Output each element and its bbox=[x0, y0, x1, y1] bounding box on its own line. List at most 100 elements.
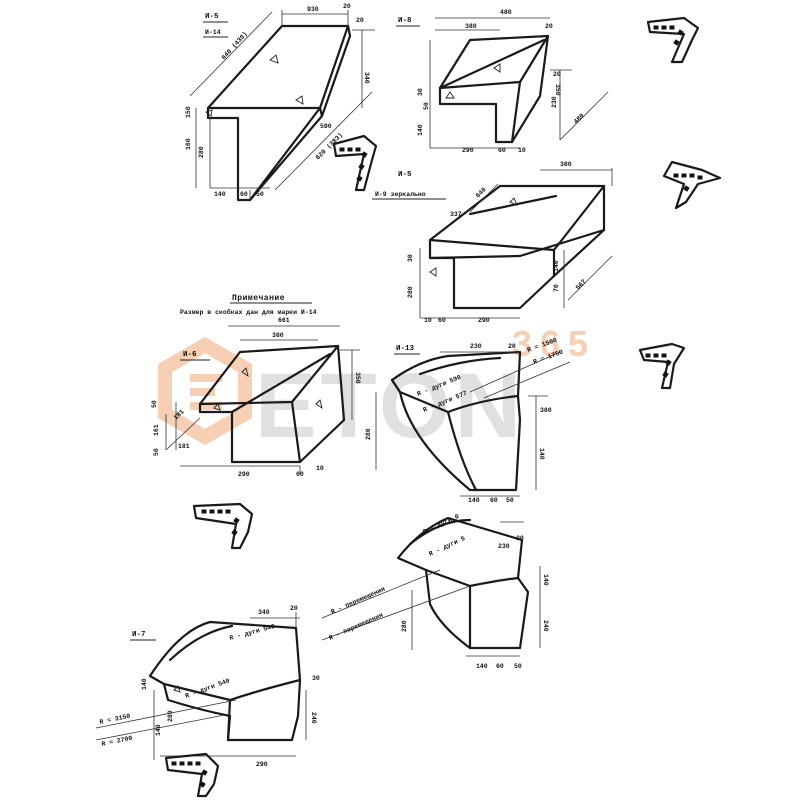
block-3-dim-b: 30 bbox=[407, 254, 414, 262]
block-7-dim-f: 290 bbox=[256, 761, 268, 768]
block-2-dim-i: 60 bbox=[498, 147, 506, 154]
block-6-dim-b: 140 bbox=[542, 574, 549, 586]
block-5-dim-g: 50 bbox=[506, 497, 514, 504]
block-5-dim-b: 380 bbox=[540, 407, 552, 414]
block-3-dim-a: 337 bbox=[450, 211, 462, 218]
block-1-drawing: И-5 И-14 930 20 20 640 (430) 340 590 150… bbox=[185, 3, 375, 202]
block-7-dim-c: 140 bbox=[155, 724, 162, 736]
block-1-mark: И-5 bbox=[205, 13, 219, 21]
block-6-dim-e: 140 bbox=[476, 663, 488, 670]
block-5-dim-c: 140 bbox=[538, 448, 545, 460]
block-1-dim-j: 50 bbox=[256, 191, 264, 198]
block-7-dim-d: 280 bbox=[167, 710, 174, 722]
block-7-dim-a: 20 bbox=[290, 605, 298, 612]
block-2-dim-f: 350 bbox=[554, 84, 561, 96]
section-icon-1 bbox=[646, 16, 700, 64]
section-icon-3 bbox=[662, 160, 722, 210]
block-2-dim-a: 20 bbox=[545, 23, 553, 30]
block-4-dim-right: 350 bbox=[354, 372, 361, 384]
block-3-alt-mark: И-9 зеркально bbox=[375, 191, 426, 198]
block-7-dim-r2: R = 2700 bbox=[101, 735, 133, 748]
block-4-dim-g: 60 bbox=[296, 471, 304, 478]
block-5-dim-a: 20 bbox=[508, 343, 516, 350]
block-3-drawing: И-5 И-9 зеркально 380 640 337 30 140 70 … bbox=[372, 161, 613, 324]
note-block: Примечание Размер в скобках дан для марк… bbox=[180, 294, 317, 316]
block-7-dim-arc2: R - дуги 540 bbox=[184, 677, 230, 700]
block-4-dim-e: 50 bbox=[153, 448, 160, 456]
block-2-dim-k: 480 bbox=[572, 112, 585, 125]
block-7-dim-e: 240 bbox=[310, 712, 317, 724]
block-6-dim-r1: R - перемещения bbox=[330, 586, 386, 616]
block-3-dim-i: 290 bbox=[478, 317, 490, 324]
block-4-dim-f: 290 bbox=[238, 471, 250, 478]
block-1-alt-mark: И-14 bbox=[205, 29, 221, 36]
block-2-dim-g: 230 bbox=[551, 96, 558, 108]
watermark-digits: 365 bbox=[512, 323, 596, 364]
watermark: ETON 365 bbox=[158, 323, 596, 457]
section-icon-6 bbox=[164, 752, 220, 798]
block-4-dim-c: 161 bbox=[153, 424, 160, 436]
block-6-dim-a: 20 bbox=[516, 535, 524, 542]
block-6-dim-arc1: R - дуги 0 bbox=[422, 513, 460, 536]
block-2-dim-top: 480 bbox=[500, 9, 512, 16]
block-3-dim-d: 70 bbox=[553, 284, 560, 292]
block-2-mark: И-8 bbox=[398, 17, 412, 25]
block-1-dim-d: 150 bbox=[185, 106, 192, 118]
block-6-dim-r2: R - перемещения bbox=[328, 612, 384, 642]
block-1-dim-i: 60 bbox=[240, 191, 248, 198]
note-title: Примечание bbox=[232, 294, 285, 303]
block-1-dim-diag: 640 (430) bbox=[220, 31, 249, 62]
block-1-dim-top: 930 bbox=[307, 6, 319, 13]
block-4-mark: И-6 bbox=[183, 351, 197, 359]
block-7-dim-b: 140 bbox=[141, 678, 148, 690]
block-2-dim-c: 30 bbox=[417, 88, 424, 96]
section-icon-2 bbox=[332, 134, 378, 192]
block-7-dim-top: 340 bbox=[258, 609, 270, 616]
block-1-dim-f: 160 bbox=[185, 138, 192, 150]
watermark-brand: ETON bbox=[255, 355, 525, 457]
block-2-dim-d: 50 bbox=[423, 102, 430, 110]
block-2-drawing: И-8 480 380 20 20 30 50 140 350 230 290 … bbox=[396, 9, 609, 154]
block-7-drawing: И-7 340 20 R - дуги 540 R - дуги 540 R =… bbox=[95, 605, 320, 768]
block-3-dim-g: 60 bbox=[438, 317, 446, 324]
block-2-dim-inner: 380 bbox=[465, 23, 477, 30]
block-1-dim-a: 20 bbox=[343, 3, 351, 10]
block-4-dim-d: 181 bbox=[178, 443, 190, 450]
section-icon-5 bbox=[192, 502, 254, 550]
block-6-dim-c: 280 bbox=[401, 620, 408, 632]
block-5-dim-d: 280 bbox=[365, 428, 372, 440]
block-3-dim-f: 280 bbox=[407, 286, 414, 298]
block-3-dim-h: 10 bbox=[424, 317, 432, 324]
block-6-dim-f: 60 bbox=[496, 663, 504, 670]
block-6-dim-g: 50 bbox=[514, 663, 522, 670]
block-6-dim-d: 240 bbox=[542, 620, 549, 632]
block-4-dim-h: 10 bbox=[316, 465, 324, 472]
block-5-mark: И-13 bbox=[396, 345, 415, 353]
block-1-dim-right: 340 bbox=[363, 72, 370, 84]
block-3-dim-e: 567 bbox=[574, 278, 587, 291]
block-2-dim-h: 290 bbox=[462, 147, 474, 154]
block-4-drawing: И-6 661 380 350 50 181 161 181 50 290 60… bbox=[151, 317, 361, 478]
block-2-dim-b: 20 bbox=[553, 71, 561, 78]
block-5-dim-f: 60 bbox=[490, 497, 498, 504]
block-4-dim-top: 661 bbox=[278, 317, 290, 324]
watermark-logo-icon bbox=[158, 336, 252, 446]
block-3-dim-top: 380 bbox=[560, 161, 572, 168]
block-1-dim-e: 280 bbox=[198, 146, 205, 158]
note-text: Размер в скобках дан для марки И-14 bbox=[180, 308, 317, 316]
block-3-mark: И-5 bbox=[398, 171, 412, 179]
block-4-dim-a: 50 bbox=[151, 400, 158, 408]
block-6-dim-arc2: R - дуги 5 bbox=[428, 535, 466, 558]
block-1-dim-b: 20 bbox=[356, 17, 364, 24]
block-6-drawing: R - дуги 0 R - дуги 5 230 20 R - перемещ… bbox=[321, 513, 549, 670]
block-3-dim-c: 140 bbox=[553, 260, 560, 272]
block-5-dim-top: 230 bbox=[470, 343, 482, 350]
block-1-dim-c: 590 bbox=[320, 123, 332, 130]
block-7-dim-g: 30 bbox=[312, 675, 320, 682]
block-5-dim-e: 140 bbox=[468, 497, 480, 504]
block-6-dim-top: 230 bbox=[498, 543, 510, 550]
block-7-mark: И-7 bbox=[132, 631, 146, 639]
block-2-dim-j: 10 bbox=[518, 147, 526, 154]
block-2-dim-e: 140 bbox=[417, 124, 424, 136]
